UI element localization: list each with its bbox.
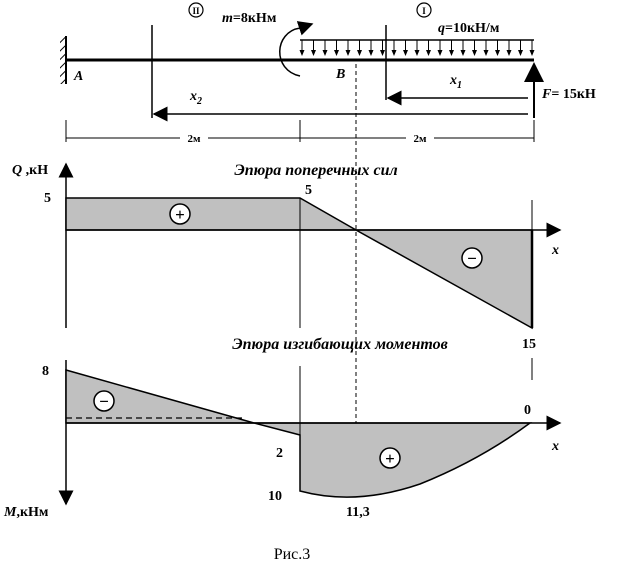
load-arrow-head <box>437 50 443 56</box>
load-arrow-head <box>449 50 454 56</box>
x2-label: x2 <box>189 89 202 107</box>
shear-title: Эпюра поперечных сил <box>234 162 397 179</box>
section-2-marker <box>188 2 204 18</box>
wall-support <box>60 36 66 84</box>
load-arrow-head <box>391 50 397 56</box>
load-arrow-head <box>334 50 339 56</box>
load-arrow-head <box>380 50 385 56</box>
load-arrow-head <box>357 50 362 56</box>
shear-x-label: x <box>551 243 559 258</box>
moment-minus-sign: − <box>99 392 109 411</box>
section-1-marker <box>416 2 432 18</box>
moment-minus-icon <box>93 390 115 412</box>
section-1-label: I <box>422 6 426 16</box>
load-arrow-head <box>345 50 351 56</box>
point-a-label: A <box>73 69 83 84</box>
load-arrow-head <box>529 50 535 56</box>
load-arrow-head <box>403 50 408 56</box>
moment-value-2: 2 <box>276 446 283 461</box>
moment-negative-area <box>65 369 255 424</box>
moment-arc-icon <box>279 21 314 77</box>
load-arrow-head <box>483 50 489 56</box>
shear-minus-icon <box>461 247 483 269</box>
force-label: F= 15кН <box>541 87 596 102</box>
shear-plus-icon <box>169 203 191 225</box>
moment-diagram: Эпюра изгибающих моментов M,кНм x 8 0 2 … <box>3 336 562 520</box>
moment-plus-sign: + <box>385 449 395 468</box>
moment-value-right: 0 <box>524 403 531 418</box>
shear-axis-label: Q ,кН <box>12 163 48 178</box>
figure-caption: Рис.3 <box>274 546 311 563</box>
load-arrow-head <box>518 50 523 56</box>
load-arrow-head <box>414 50 420 56</box>
dimension-right-label: 2м <box>414 133 428 145</box>
load-arrow-head <box>311 50 316 56</box>
load-arrow-head <box>322 50 328 56</box>
moment-title: Эпюра изгибающих моментов <box>232 336 448 353</box>
moment-axis-label: M,кНм <box>3 505 49 520</box>
shear-value-mid: 5 <box>305 183 312 198</box>
shear-value-right: 15 <box>522 337 536 352</box>
shear-diagram: Эпюра поперечных сил Q ,кН x 5 5 15 + − <box>12 162 562 352</box>
moment-value-left: 8 <box>42 364 49 379</box>
beam-scheme: II I m=8кНм q=10кН/м A B F= 15кН x1 x2 <box>60 2 596 145</box>
distributed-load-label: q=10кН/м <box>438 21 500 36</box>
load-arrow-head <box>426 50 431 56</box>
x1-label: x1 <box>449 73 462 91</box>
shear-positive-area <box>65 197 359 231</box>
dimension-left-label: 2м <box>188 133 202 145</box>
moment-load-label: m=8кНм <box>222 11 277 26</box>
load-arrow-head <box>495 50 500 56</box>
shear-minus-sign: − <box>467 249 477 268</box>
shear-plus-sign: + <box>175 205 185 224</box>
load-arrow-head <box>506 50 512 56</box>
load-arrow-head <box>472 50 477 56</box>
distributed-load-arrows <box>299 40 535 56</box>
moment-value-10: 10 <box>268 489 282 504</box>
section-2-label: II <box>192 6 200 16</box>
moment-x-label: x <box>551 439 559 454</box>
moment-plus-icon <box>379 447 401 469</box>
load-arrow-head <box>460 50 466 56</box>
load-arrow-head <box>368 50 374 56</box>
shear-negative-area <box>353 229 533 330</box>
point-b-label: B <box>335 67 345 82</box>
shear-value-left: 5 <box>44 191 51 206</box>
load-arrow-head <box>299 50 305 56</box>
moment-value-max: 11,3 <box>346 505 370 520</box>
